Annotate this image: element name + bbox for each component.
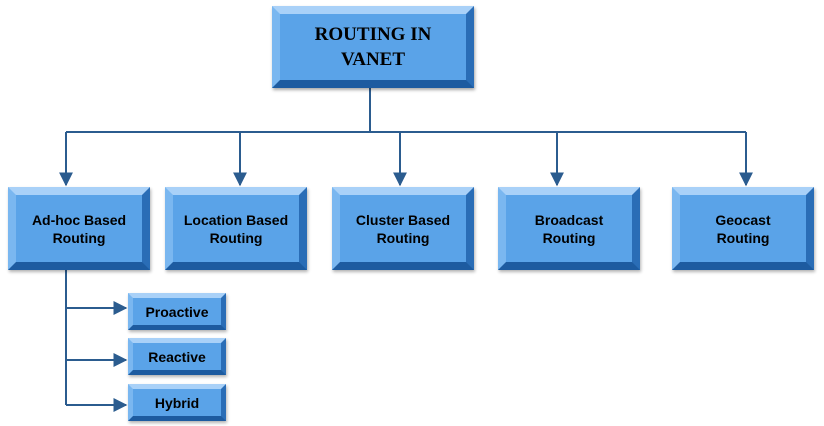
reactive-node: Reactive: [128, 338, 226, 375]
proactive-node: Proactive: [128, 293, 226, 330]
geocast-routing-label: Geocast Routing: [715, 211, 771, 246]
adhoc-routing-label: Ad-hoc Based Routing: [31, 211, 127, 246]
root-node-label: ROUTING IN VANET: [314, 24, 432, 70]
cluster-routing-node: Cluster Based Routing: [332, 187, 474, 270]
hybrid-label: Hybrid: [154, 394, 200, 411]
location-routing-node: Location Based Routing: [165, 187, 307, 270]
reactive-label: Reactive: [148, 348, 206, 365]
geocast-routing-node: Geocast Routing: [672, 187, 814, 270]
broadcast-routing-label: Broadcast Routing: [534, 211, 604, 246]
root-node: ROUTING IN VANET: [272, 6, 474, 88]
cluster-routing-label: Cluster Based Routing: [355, 211, 451, 246]
proactive-label: Proactive: [145, 303, 209, 320]
broadcast-routing-node: Broadcast Routing: [498, 187, 640, 270]
adhoc-routing-node: Ad-hoc Based Routing: [8, 187, 150, 270]
location-routing-label: Location Based Routing: [183, 211, 289, 246]
hybrid-node: Hybrid: [128, 384, 226, 421]
